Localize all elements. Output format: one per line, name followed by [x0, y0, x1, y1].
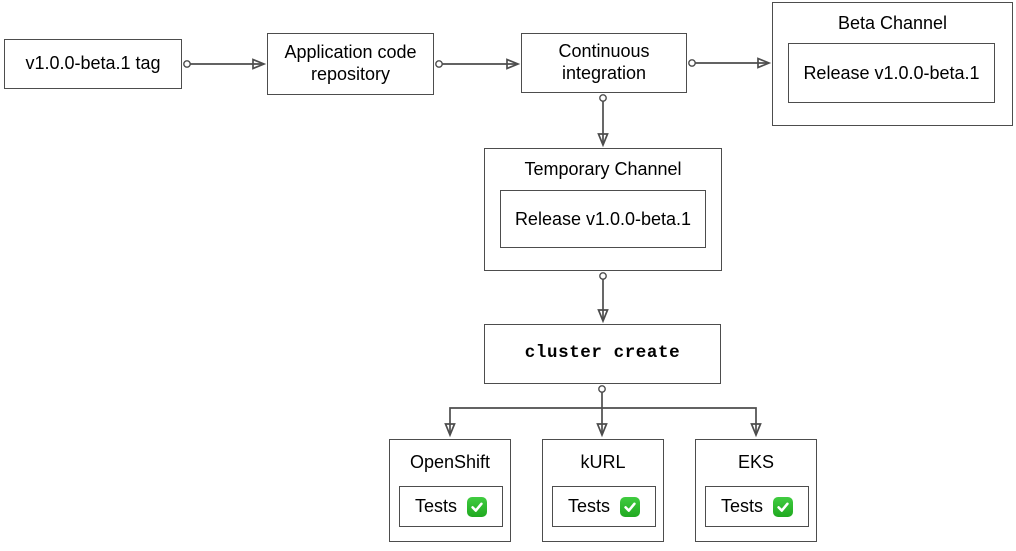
app-repo-label: Application code repository: [284, 42, 417, 84]
eks-title: EKS: [737, 451, 775, 472]
check-mark-icon: [467, 496, 487, 517]
beta-release-label: Release v1.0.0-beta.1: [803, 62, 980, 83]
tests-label: Tests: [567, 496, 610, 516]
kurl-tests-box: Tests: [552, 486, 656, 527]
openshift-tests-box: Tests: [399, 486, 503, 527]
beta-channel-title: Beta Channel: [837, 12, 948, 33]
app-repo-node: Application code repository: [267, 33, 434, 95]
openshift-title: OpenShift: [409, 451, 491, 472]
temporary-channel-title: Temporary Channel: [524, 159, 682, 179]
ci-node: Continuous integration: [521, 33, 687, 93]
beta-channel-group: Beta Channel Release v1.0.0-beta.1: [772, 2, 1013, 126]
eks-tests-box: Tests: [705, 486, 809, 527]
connector-branch-eks: [602, 407, 762, 438]
ci-label: Continuous integration: [558, 41, 650, 83]
check-mark-icon: [620, 496, 640, 517]
beta-release-box: Release v1.0.0-beta.1: [788, 43, 995, 103]
openshift-group: OpenShift Tests: [389, 439, 511, 542]
kurl-group: kURL Tests: [542, 439, 664, 542]
temporary-channel-group: Temporary Channel Release v1.0.0-beta.1: [484, 148, 722, 271]
connector-branch-openshift: [444, 407, 602, 438]
cluster-create-label: cluster create: [524, 343, 681, 364]
temporary-release-box: Release v1.0.0-beta.1: [500, 190, 706, 248]
cluster-create-node: cluster create: [484, 324, 721, 384]
kurl-title: kURL: [580, 451, 626, 472]
tests-label: Tests: [720, 496, 763, 516]
tag-node: v1.0.0-beta.1 tag: [4, 39, 182, 89]
eks-group: EKS Tests: [695, 439, 817, 542]
tag-label: v1.0.0-beta.1 tag: [25, 53, 161, 74]
tests-label: Tests: [414, 496, 457, 516]
temporary-release-label: Release v1.0.0-beta.1: [514, 208, 692, 229]
check-mark-icon: [773, 496, 793, 517]
